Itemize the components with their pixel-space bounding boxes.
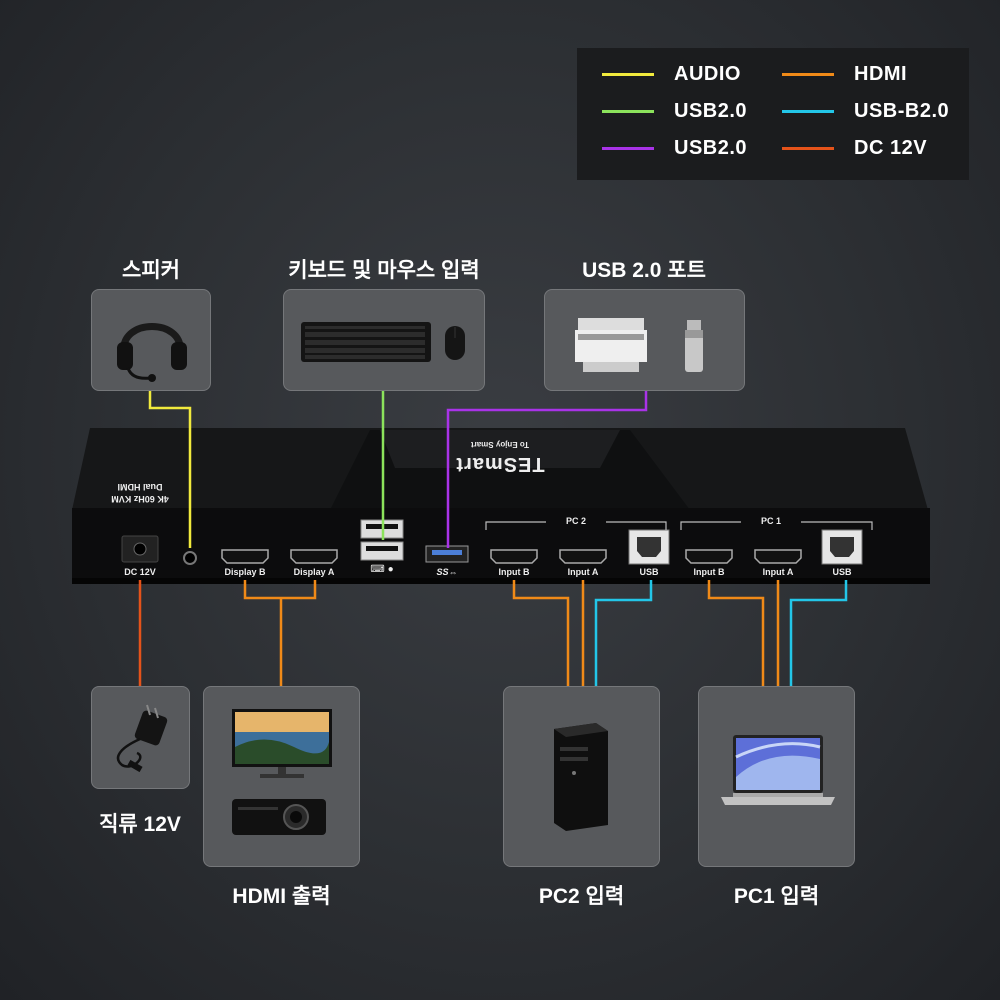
hdmi-out-cables [243,580,317,686]
hdmi-port-display-b [221,549,269,564]
monitor-icon [232,709,332,778]
dc-caption: 직류 12V [99,813,181,836]
pc1-group-label: PC 1 [741,516,801,526]
hdmi-port-pc1-input-b [685,549,733,564]
mouse-icon [445,326,465,360]
keyboard-mouse-port-icon: ⌨ ● [370,564,394,575]
port-label-pc1-input-b: Input B [693,567,725,577]
usb-port-caption: USB 2.0 포트 [582,259,706,282]
pc1-caption: PC1 입력 [733,885,820,908]
legend-item: AUDIO [602,62,741,86]
keyboard-mouse-card [283,289,485,391]
pc1-hdmi-b-cable [707,580,765,686]
port-label-usb3: SS⇔ [436,567,458,577]
legend-swatch [782,72,834,76]
projector-icon [232,799,326,835]
port-label-dc: DC 12V [124,567,156,577]
legend-label: AUDIO [674,62,741,85]
port-label-pc2-input-a: Input A [567,567,599,577]
pc2-caption: PC2 입력 [538,885,625,908]
legend-swatch [602,72,654,76]
keyboard-icon [301,322,431,362]
pc2-card [503,686,660,867]
pc1-card [698,686,855,867]
power-adapter-icon [116,704,168,773]
legend-label: HDMI [854,62,908,85]
port-label-pc2-input-b: Input B [498,567,530,577]
usb-port-card [544,289,745,391]
legend-swatch [602,146,654,150]
legend-item: HDMI [782,62,907,86]
legend-label: USB2.0 [674,99,748,122]
hdmi-port-display-a [290,549,338,564]
legend-label: USB-B2.0 [854,99,950,122]
legend-label: USB2.0 [674,136,748,159]
power-adapter-card [91,686,190,789]
port-label-display-b: Display B [224,567,266,577]
pc1-usb-b-cable [789,580,848,686]
port-label-pc1-usb: USB [832,567,852,577]
hdmi-port-pc1-input-a [754,549,802,564]
hdmi-output-card [203,686,360,867]
brand-logo: TESmart [455,453,545,475]
desktop-tower-icon [554,723,608,831]
pc2-group-label: PC 2 [546,516,606,526]
headphones-icon [117,323,187,382]
legend-swatch [602,109,654,113]
printer-icon [575,318,647,372]
legend-item: USB2.0 [602,136,747,160]
model-line-1: Dual HDMI [117,482,163,492]
hdmi-port-pc2-input-a [559,549,607,564]
pc2-hdmi-b-cable [512,580,570,686]
port-label-pc1-input-a: Input A [762,567,794,577]
hdmi-port-pc2-input-b [490,549,538,564]
legend-item: USB2.0 [602,99,747,123]
legend-swatch [782,146,834,150]
brand-tagline: To Enjoy Smart [470,440,530,449]
kvm-switch [72,428,930,584]
keyboard-mouse-caption: 키보드 및 마우스 입력 [288,259,480,282]
audio-jack [183,551,197,565]
legend-item: DC 12V [782,136,927,160]
pc2-usb-b-cable [594,580,653,686]
speaker-caption: 스피커 [122,259,180,282]
legend-item: USB-B2.0 [782,99,949,123]
speaker-card [91,289,211,391]
usb-drive-icon [685,320,703,372]
legend-label: DC 12V [854,136,928,159]
model-line-2: 4K 60Hz KVM [111,494,169,504]
usb2-device-cable [446,390,648,548]
port-label-pc2-usb: USB [639,567,659,577]
audio-cable [148,390,192,548]
port-label-display-a: Display A [293,567,335,577]
laptop-icon [721,735,835,805]
color-legend: AUDIO USB2.0 USB2.0 HDMI USB-B2.0 DC 12V [577,48,969,180]
legend-swatch [782,109,834,113]
hdmi-output-caption: HDMI 출력 [232,885,331,908]
